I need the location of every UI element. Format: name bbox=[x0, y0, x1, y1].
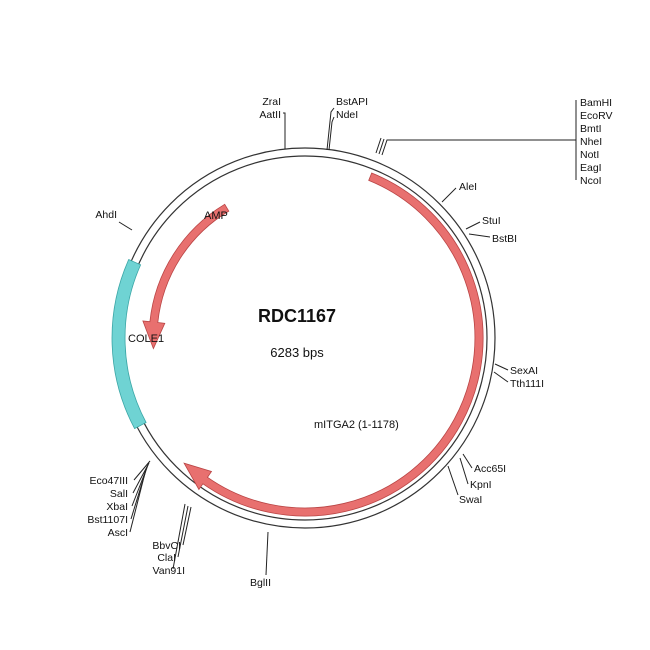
site-label-ahdi: AhdI bbox=[95, 209, 117, 221]
site-label-ncoi: NcoI bbox=[580, 175, 602, 187]
site-label-clai: ClaI bbox=[157, 552, 176, 564]
backbone-outer bbox=[114, 147, 496, 529]
site-leaders bbox=[118, 100, 577, 576]
site-label-van91i: Van91I bbox=[153, 565, 186, 577]
site-labels: ZraI AatII BstAPI NdeI BamHI EcoRV BmtI … bbox=[87, 96, 612, 589]
site-label-zrai: ZraI bbox=[262, 96, 281, 108]
site-label-stui: StuI bbox=[482, 215, 501, 227]
site-label-bstbi: BstBI bbox=[492, 233, 517, 245]
amp-feature-arrow bbox=[142, 203, 230, 350]
site-label-acc65i: Acc65I bbox=[474, 463, 506, 475]
site-label-nhei: NheI bbox=[580, 136, 602, 148]
site-label-sali: SalI bbox=[110, 488, 128, 500]
plasmid-name: RDC1167 bbox=[258, 306, 336, 326]
site-label-eagi: EagI bbox=[580, 162, 602, 174]
cole1-feature-label: COLE1 bbox=[128, 333, 164, 345]
site-label-ndei: NdeI bbox=[336, 109, 358, 121]
cole1-origin-block bbox=[111, 258, 147, 430]
site-label-bst1107i: Bst1107I bbox=[87, 514, 128, 526]
site-label-eco47iii: Eco47III bbox=[89, 475, 128, 487]
plasmid-size: 6283 bps bbox=[270, 345, 324, 360]
amp-feature-label: AMP bbox=[204, 210, 228, 222]
mitga2-feature-label: mITGA2 (1-1178) bbox=[314, 419, 399, 431]
site-label-ecorv: EcoRV bbox=[580, 110, 613, 122]
site-label-bbvci: BbvCI bbox=[152, 540, 181, 552]
site-label-aatii: AatII bbox=[259, 109, 281, 121]
backbone-inner bbox=[122, 155, 488, 521]
site-label-bglii: BglII bbox=[250, 577, 271, 589]
site-label-alei: AleI bbox=[459, 181, 477, 193]
site-label-bstapi: BstAPI bbox=[336, 96, 368, 108]
site-label-tth111i: Tth111I bbox=[510, 378, 544, 390]
site-label-noti: NotI bbox=[580, 149, 599, 161]
site-label-swai: SwaI bbox=[459, 494, 482, 506]
site-label-asci: AscI bbox=[108, 527, 128, 539]
site-label-sexai: SexAI bbox=[510, 365, 538, 377]
site-label-xbai: XbaI bbox=[106, 501, 128, 513]
mitga2-feature-arrow bbox=[183, 172, 484, 517]
site-label-kpni: KpnI bbox=[470, 479, 492, 491]
site-label-bamhi: BamHI bbox=[580, 97, 612, 109]
site-label-bmti: BmtI bbox=[580, 123, 602, 135]
